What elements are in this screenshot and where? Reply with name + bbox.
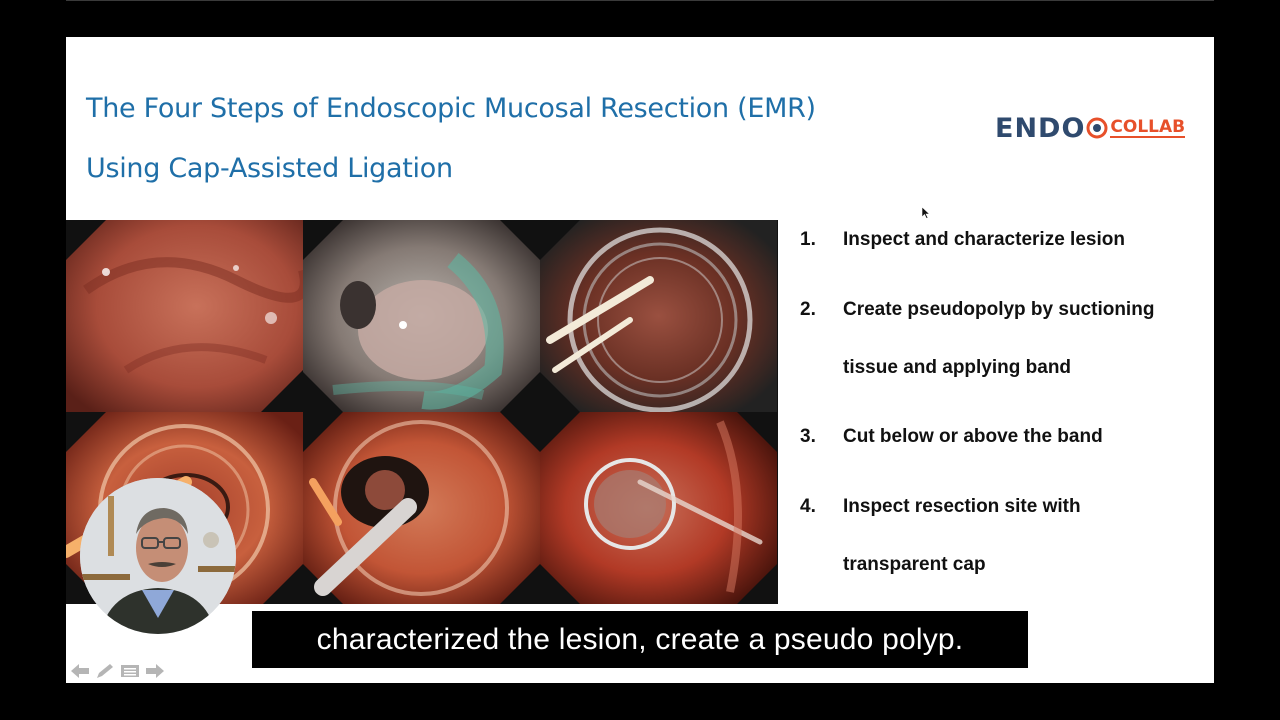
- endoscopic-image-inspect: [66, 220, 303, 412]
- endoscopic-image-pseudopolyp: [303, 412, 540, 604]
- mouse-cursor-icon: [922, 207, 930, 219]
- logo-word-endo: ENDO: [995, 112, 1086, 144]
- back-arrow-icon[interactable]: [69, 663, 91, 679]
- step-1-number: 1.: [800, 229, 816, 250]
- step-3-number: 3.: [800, 426, 816, 447]
- endoscopic-image-resection-site: [540, 412, 777, 604]
- endoscopic-image-cap-snare: [540, 220, 777, 412]
- menu-icon[interactable]: [119, 663, 141, 679]
- slide-title-line-2: Using Cap-Assisted Ligation: [86, 153, 453, 184]
- forward-arrow-icon[interactable]: [144, 663, 166, 679]
- presentation-slide: The Four Steps of Endoscopic Mucosal Res…: [66, 37, 1214, 683]
- endoscopy-image-grid: [66, 220, 778, 634]
- video-top-border: [66, 0, 1214, 1]
- slide-title-line-1: The Four Steps of Endoscopic Mucosal Res…: [86, 93, 816, 124]
- endoscopic-image-lesion-blue: [303, 220, 540, 412]
- step-3-text: Cut below or above the band: [843, 426, 1103, 447]
- presenter-video: [80, 478, 236, 634]
- step-2-number: 2.: [800, 299, 816, 320]
- logo-mark-icon: [1086, 117, 1108, 139]
- pen-icon[interactable]: [94, 663, 116, 679]
- step-4-text-line-2: transparent cap: [843, 554, 986, 575]
- step-2-text-line-1: Create pseudopolyp by suctioning: [843, 299, 1155, 320]
- step-2-text-line-2: tissue and applying band: [843, 357, 1072, 378]
- step-1-text: Inspect and characterize lesion: [843, 229, 1125, 250]
- endocollab-logo: ENDO COLLAB: [995, 111, 1186, 145]
- step-4-number: 4.: [800, 496, 816, 517]
- slide-navigation: [69, 663, 166, 679]
- video-caption: characterized the lesion, create a pseud…: [252, 611, 1028, 668]
- logo-word-collab: COLLAB: [1110, 117, 1186, 138]
- step-4-text-line-1: Inspect resection site with: [843, 496, 1081, 517]
